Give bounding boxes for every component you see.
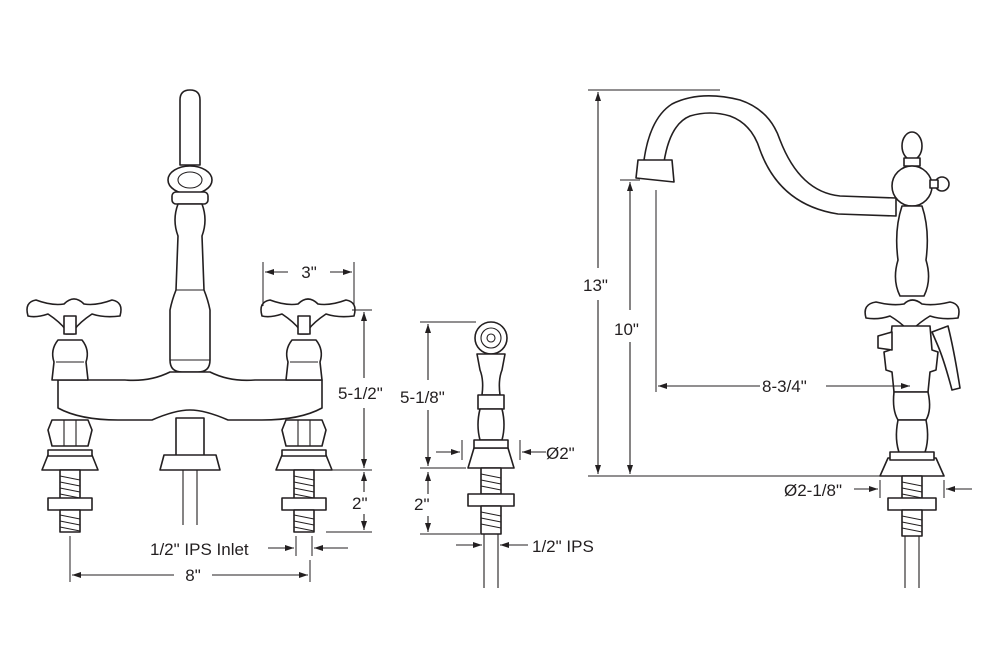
dim-base-dia: Ø2-1/8" — [784, 481, 842, 500]
spray-head — [474, 321, 508, 355]
cross-handle-side — [864, 299, 960, 331]
spout-tip — [635, 159, 675, 183]
front-view-faucet: 3" 5-1/2" 2" 1/2" IPS Inlet 8" — [26, 89, 383, 585]
dim-spray-height: 5-1/8" — [400, 388, 445, 407]
dim-total-height: 13" — [583, 276, 608, 295]
hex-nut-right — [281, 419, 327, 447]
hex-nut-left — [47, 419, 93, 447]
right-handle — [260, 298, 356, 533]
dim-handle-height: 5-1/2" — [338, 384, 383, 403]
spout-tube — [179, 89, 201, 166]
spray-base — [467, 447, 515, 469]
spout-joint — [167, 165, 213, 195]
dim-handle-spacing: 3" — [301, 263, 317, 282]
dim-inlet: 1/2" IPS Inlet — [150, 540, 249, 559]
dim-spout-reach: 8-3/4" — [762, 377, 807, 396]
dim-spray-shank: 2" — [414, 495, 430, 514]
spray-lever — [931, 325, 961, 391]
gooseneck-spout — [643, 95, 897, 217]
bridge-body — [57, 371, 323, 421]
spray-handle — [476, 353, 506, 396]
dim-shank-length: 2" — [352, 494, 368, 513]
dim-spout-height: 10" — [614, 320, 639, 339]
side-column — [894, 205, 930, 297]
side-spray: 5-1/8" Ø2" 2" 1/2" IPS — [400, 321, 594, 588]
dim-spray-thread: 1/2" IPS — [532, 537, 594, 556]
left-handle — [26, 298, 122, 533]
body-ball — [891, 165, 933, 207]
dim-spray-base-dia: Ø2" — [546, 444, 575, 463]
center-column — [169, 203, 211, 373]
dim-spread-width: 8" — [185, 566, 201, 585]
side-view-faucet: 13" 10" 8-3/4" Ø2-1/8" — [583, 89, 972, 588]
center-lower-tube — [175, 417, 205, 457]
